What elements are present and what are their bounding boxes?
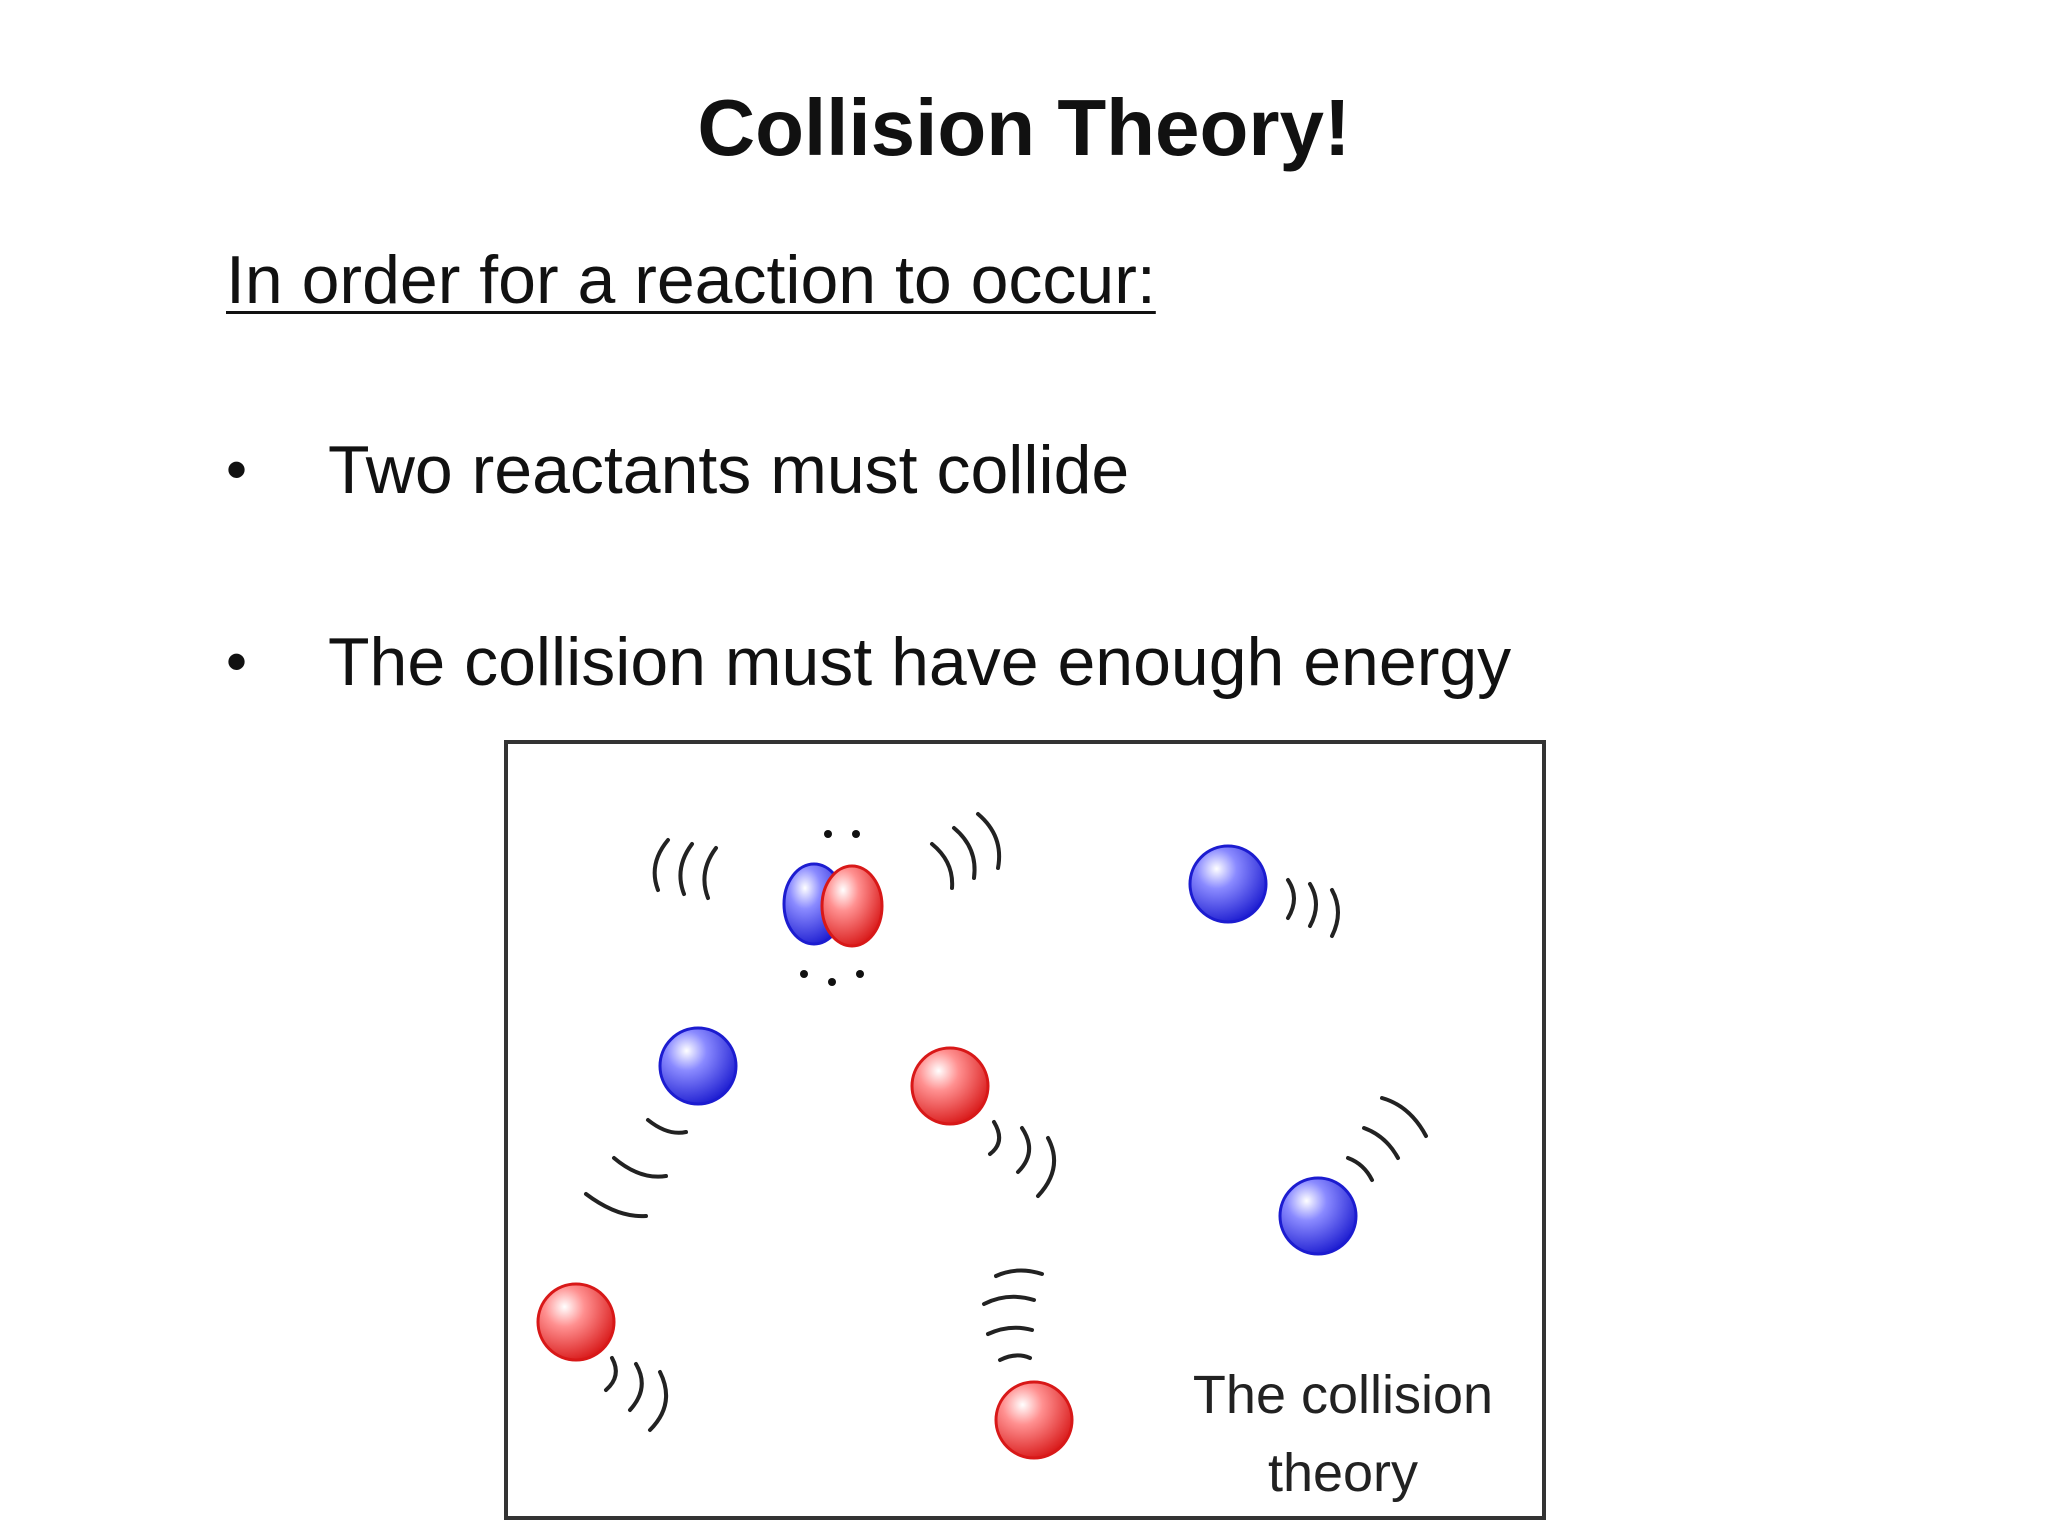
collision-theory-illustration: The collision theory (504, 740, 1546, 1520)
caption-line: theory (1267, 1443, 1419, 1503)
subheading: In order for a reaction to occur: (226, 242, 1156, 318)
impact-dots (800, 830, 864, 986)
red-particle (536, 1282, 668, 1432)
red-particle (820, 864, 884, 948)
particles-diagram (536, 812, 1428, 1460)
slide-title: Collision Theory! (697, 83, 1351, 172)
figure-caption: The collision theory (1168, 1356, 1518, 1512)
blue-particle (584, 1026, 738, 1219)
blue-particle (1278, 1096, 1428, 1256)
bullet-icon: • (226, 628, 248, 695)
motion-lines (652, 812, 1001, 900)
bullet-text: The collision must have enough energy (328, 624, 1512, 700)
colliding-pair (652, 812, 1001, 986)
caption-line: The collision (1192, 1365, 1494, 1425)
red-particle (910, 1046, 1056, 1198)
blue-particle (1188, 844, 1340, 938)
red-particle (982, 1268, 1074, 1460)
bullet-text: Two reactants must collide (328, 432, 1130, 508)
bullet-icon: • (226, 436, 248, 503)
